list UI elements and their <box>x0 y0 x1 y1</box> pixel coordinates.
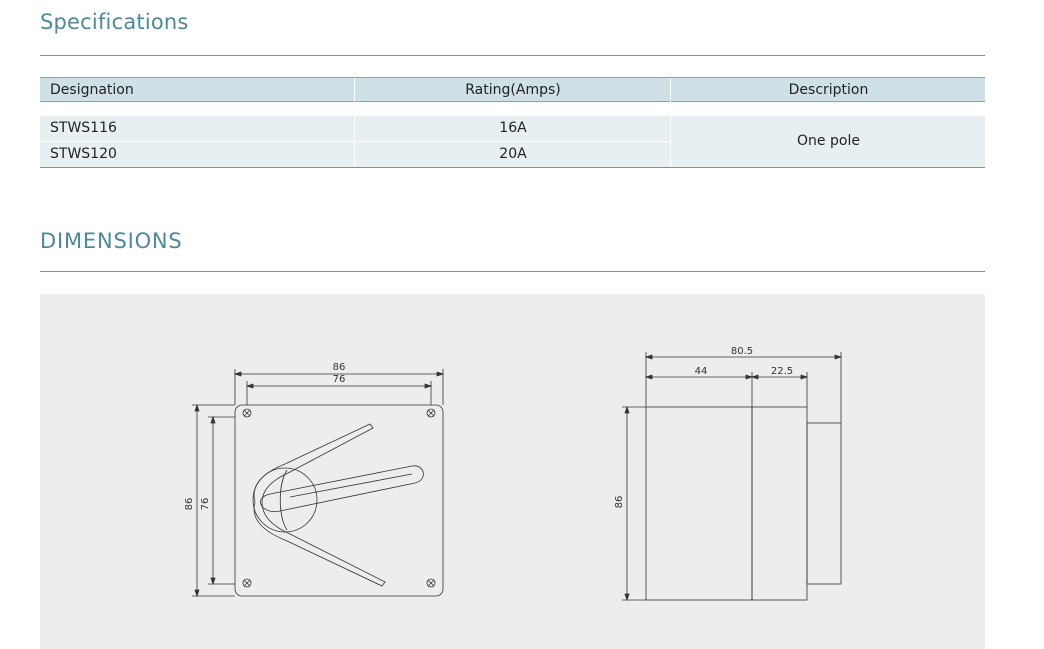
dimensions-title: DIMENSIONS <box>40 229 183 253</box>
switch-guide <box>253 423 386 587</box>
front-view-body <box>234 404 444 597</box>
knob-groove <box>279 469 288 531</box>
switch-handle <box>260 465 424 512</box>
specifications-divider <box>40 55 985 56</box>
table-header: Designation Rating(Amps) Description <box>40 77 985 102</box>
cell-description: One pole <box>670 116 986 167</box>
rotary-knob <box>252 467 318 533</box>
side-view-knob <box>806 422 842 585</box>
side-view-body <box>645 406 753 601</box>
screw-icon <box>426 578 436 588</box>
header-designation: Designation <box>50 82 134 98</box>
screw-icon <box>242 578 252 588</box>
dim-side-height: 86 <box>614 496 625 509</box>
side-view-cover <box>751 406 808 601</box>
dimensions-divider <box>40 271 985 272</box>
row-divider <box>40 141 670 142</box>
front-view <box>192 369 445 598</box>
cell-designation: STWS120 <box>50 146 117 162</box>
cell-designation: STWS116 <box>50 120 117 136</box>
cell-rating: 16A <box>354 116 671 141</box>
header-rating: Rating(Amps) <box>354 78 671 102</box>
handle-ridge <box>289 473 413 498</box>
dimension-drawing-svg: 86 76 86 76 80.5 44 22.5 86 <box>184 346 843 602</box>
specifications-title: Specifications <box>40 10 189 34</box>
dim-side-cover-depth: 22.5 <box>771 366 793 377</box>
cell-rating: 20A <box>354 142 671 167</box>
screw-icon <box>242 408 252 418</box>
side-view <box>622 352 843 602</box>
dimension-drawing: 86 76 86 76 80.5 44 22.5 86 <box>40 294 985 649</box>
dim-front-inner-width: 76 <box>333 374 346 385</box>
header-description: Description <box>670 78 986 102</box>
dim-side-body-depth: 44 <box>695 366 708 377</box>
dim-front-inner-height: 76 <box>200 498 211 511</box>
dim-side-total-depth: 80.5 <box>731 346 753 357</box>
dim-front-outer-width: 86 <box>333 362 346 373</box>
dim-front-outer-height: 86 <box>184 498 195 511</box>
screw-icon <box>426 408 436 418</box>
table-body: STWS116 16A STWS120 20A One pole <box>40 116 985 168</box>
